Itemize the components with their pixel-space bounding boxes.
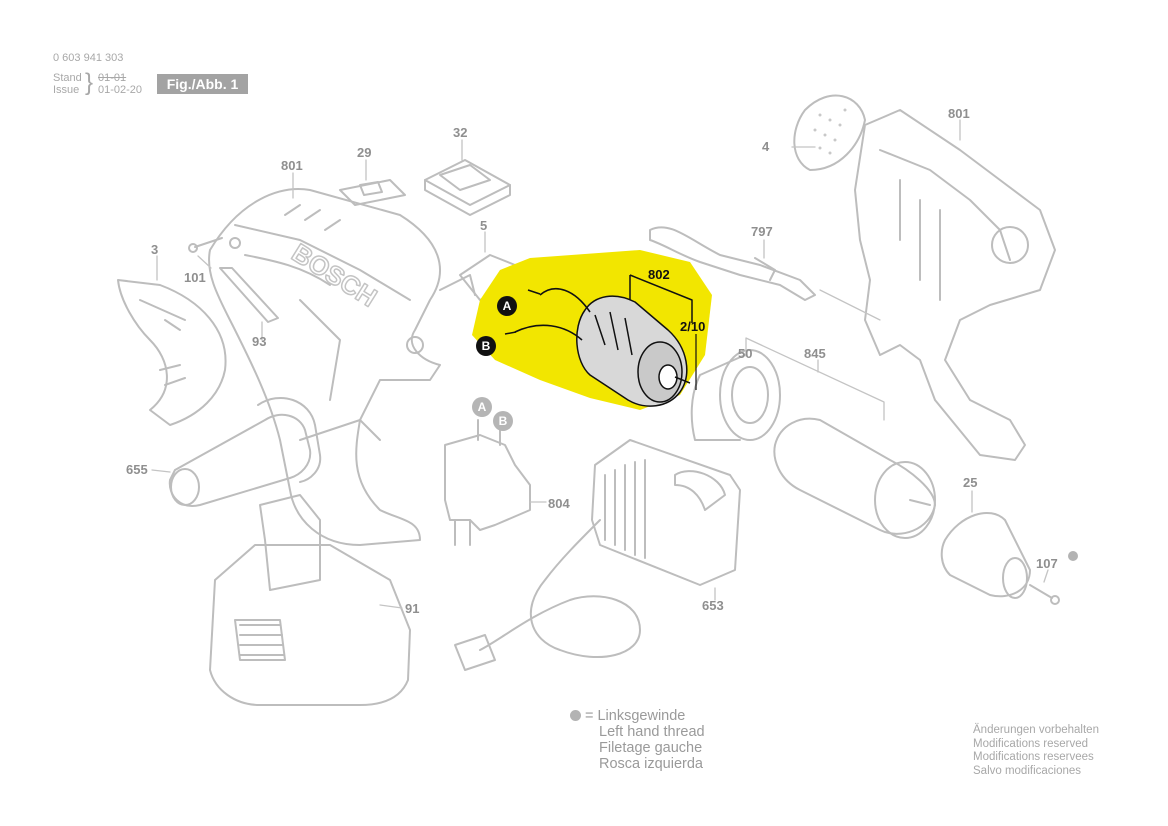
callout-3: 3 — [151, 242, 159, 257]
part-4 — [793, 94, 866, 171]
callout-845: 845 — [804, 346, 826, 361]
switch-label-b: B — [493, 411, 513, 431]
legend-dot-icon — [570, 710, 581, 721]
switch-804 — [444, 419, 531, 546]
left-thread-marker — [1068, 551, 1078, 561]
part-29 — [339, 179, 406, 206]
callout-655: 655 — [126, 462, 148, 477]
callout-29: 29 — [357, 145, 372, 160]
motor-802-highlight — [472, 250, 712, 410]
callout-797: 797 — [751, 224, 773, 239]
callout-32: 32 — [453, 125, 468, 140]
wire-label-b: B — [476, 336, 496, 356]
callout-50: 50 — [738, 346, 753, 361]
part-797 — [649, 226, 816, 301]
legend-line-3: Filetage gauche — [599, 740, 703, 756]
switch-label-a: A — [472, 397, 492, 417]
issue-date: 01-02-20 — [98, 84, 143, 96]
note-en: Modifications reserved — [973, 737, 1089, 750]
legend-line-2: Left hand thread — [599, 724, 705, 740]
callout-804: 804 — [548, 496, 570, 511]
legend-line-1: = Linksgewinde — [585, 708, 686, 724]
note-es: Salvo modificaciones — [973, 764, 1082, 777]
callout-801-right: 801 — [948, 106, 970, 121]
battery-91 — [209, 494, 411, 706]
brace: } — [85, 69, 94, 96]
charger-653 — [454, 439, 741, 671]
callout-107: 107 — [1036, 556, 1058, 571]
leader-lines — [151, 119, 1049, 609]
note-de: Änderungen vorbehalten — [973, 724, 1099, 736]
callout-91: 91 — [405, 601, 420, 616]
screw-107 — [1029, 584, 1060, 605]
part-93 — [219, 267, 279, 323]
gearbox-50 — [690, 349, 781, 441]
wire-label-a: A — [497, 296, 517, 316]
chuck-25 — [940, 511, 1031, 599]
callout-2-10: 2/10 — [680, 319, 706, 334]
callout-4: 4 — [762, 139, 770, 154]
figure-badge: Fig./Abb. 1 — [157, 74, 248, 94]
stand-label: Stand — [53, 72, 82, 84]
thread-legend: = Linksgewinde Left hand thread Filetage… — [570, 708, 705, 772]
assembly-845 — [773, 417, 936, 539]
callout-801-left: 801 — [281, 158, 303, 173]
callout-653: 653 — [702, 598, 724, 613]
callout-5: 5 — [480, 218, 488, 233]
callout-101: 101 — [184, 270, 206, 285]
legend-line-4: Rosca izquierda — [599, 756, 703, 772]
part-3 — [117, 279, 227, 426]
part-32 — [424, 159, 511, 216]
callout-25: 25 — [963, 475, 978, 490]
note-fr: Modifications reservees — [973, 751, 1094, 763]
issue-label: Issue — [53, 84, 80, 96]
stand-date: 01-01 — [98, 72, 127, 84]
side-handle-655 — [168, 396, 381, 507]
part-number: 0 603 941 303 — [53, 52, 124, 64]
callout-802: 802 — [648, 267, 670, 282]
modification-notes: Änderungen vorbehalten Modifications res… — [973, 724, 1099, 778]
housing-right-801 — [854, 109, 1056, 461]
callout-93: 93 — [252, 334, 267, 349]
screw-101 — [188, 237, 223, 253]
